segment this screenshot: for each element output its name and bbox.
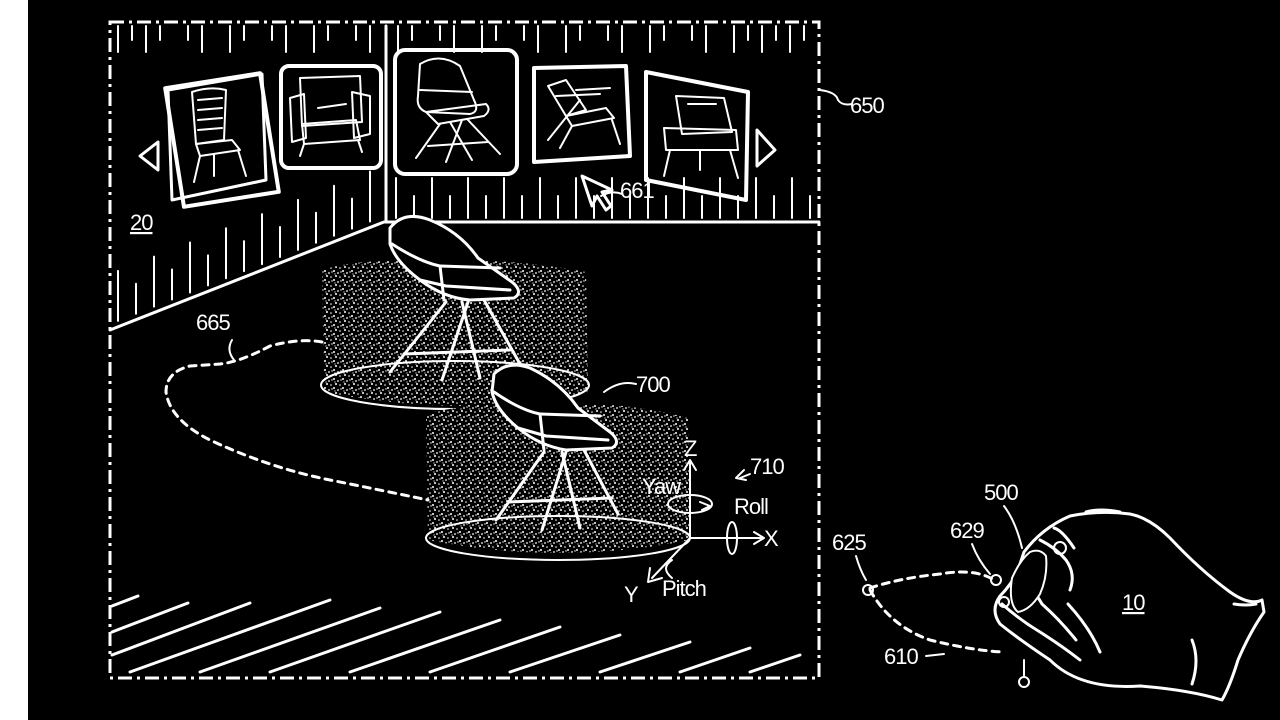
- leader-661: [600, 191, 623, 197]
- display-frame: [108, 20, 821, 680]
- axis-label-x: X: [764, 526, 779, 551]
- carousel-item-molded-eiffel-chair[interactable]: [393, 48, 519, 176]
- ray-line-610: [868, 588, 1004, 654]
- ray-line-625: [868, 570, 996, 590]
- leader-500: [1003, 505, 1023, 549]
- ref-label-710: 710: [750, 454, 784, 479]
- carousel-right-arrow-icon[interactable]: [755, 128, 777, 168]
- wall-hatching: [117, 25, 811, 322]
- path-line-665: [164, 339, 430, 502]
- ref-label-700: 700: [636, 372, 670, 397]
- carousel-item-upholstered-armchair[interactable]: [279, 64, 383, 170]
- carousel-item-wooden-side-chair[interactable]: [163, 71, 281, 209]
- leader-710: [735, 469, 751, 481]
- axis-label-pitch: Pitch: [662, 576, 706, 601]
- leader-650: [819, 89, 853, 106]
- left-border-strip: [0, 0, 28, 720]
- floor-hatching: [110, 594, 802, 674]
- leader-665: [228, 339, 235, 361]
- ref-label-500: 500: [984, 480, 1018, 505]
- leader-625: [855, 555, 867, 581]
- axis-label-yaw: Yaw: [642, 474, 681, 499]
- carousel-item-shell-lounge-chair[interactable]: [644, 70, 750, 202]
- ref-label-625: 625: [832, 530, 866, 555]
- axis-label-roll: Roll: [734, 494, 768, 519]
- carousel-item-folding-lounge-chair[interactable]: [532, 64, 632, 164]
- ref-label-610: 610: [884, 644, 918, 669]
- user-hand: [993, 508, 1266, 702]
- chair-upper: [388, 214, 522, 382]
- leader-610: [925, 653, 945, 657]
- ref-label-650: 650: [850, 93, 884, 118]
- handheld-controller: [990, 541, 1067, 688]
- axis-label-z: Z: [684, 436, 697, 461]
- cursor-icon: [580, 174, 614, 212]
- ref-label-20: 20: [130, 210, 153, 235]
- ref-label-665: 665: [196, 310, 230, 335]
- wall-floor-boundary: [108, 220, 821, 332]
- ref-label-661: 661: [620, 178, 654, 203]
- ref-label-629: 629: [950, 518, 984, 543]
- rotation-axes-gizmo: [647, 459, 765, 583]
- chair-model: [490, 363, 620, 532]
- leader-629: [971, 543, 991, 575]
- leader-700: [603, 382, 637, 393]
- carousel-left-arrow-icon[interactable]: [138, 140, 160, 172]
- ref-label-10: 10: [1122, 590, 1145, 615]
- axis-label-y: Y: [624, 582, 639, 607]
- ray-origin-point: [862, 584, 874, 596]
